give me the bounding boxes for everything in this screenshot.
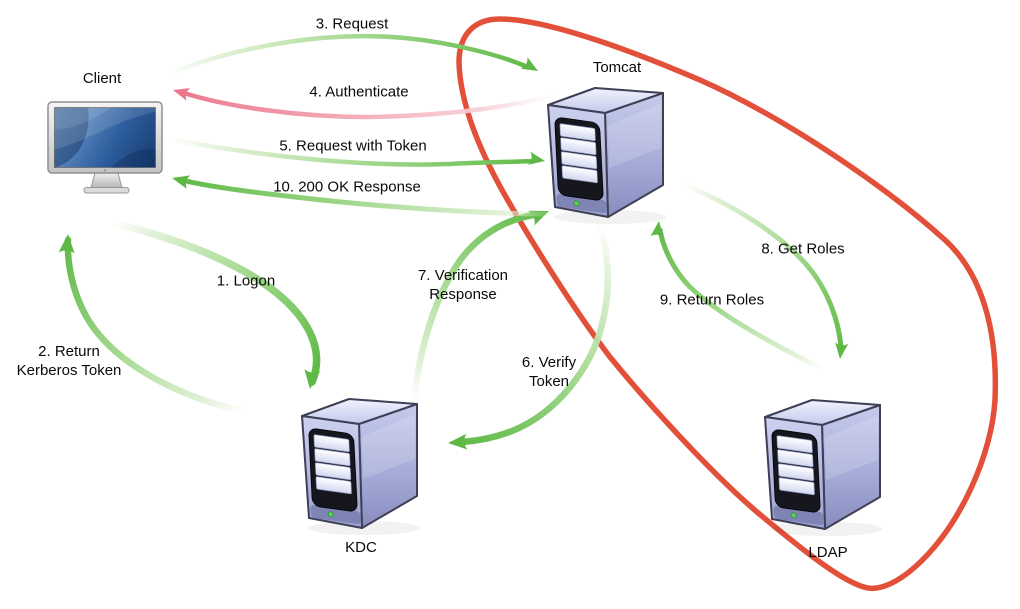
flow-arrow-8-get-roles: [680, 181, 849, 359]
node-label-client: Client: [82, 70, 122, 87]
flow-arrow-2-return-kerberos-token: [58, 234, 247, 415]
client-workstation-icon: [47, 101, 163, 194]
flow-arrow-7-verification-response: [410, 210, 549, 403]
flow-arrow-5-request-with-token: [166, 136, 545, 167]
tomcat-server-icon: [547, 87, 667, 225]
boundary-outline-tomcat-ldap: [456, 16, 999, 592]
flow-arrow-4-authenticate: [173, 88, 561, 120]
ldap-server-icon: [764, 399, 884, 537]
kdc-server-icon: [301, 398, 421, 536]
flow-arrow-3-request: [164, 33, 538, 77]
node-label-ldap: LDAP: [808, 544, 848, 561]
flow-arrow-10-200-ok-response: [172, 175, 559, 217]
node-label-kdc: KDC: [345, 539, 377, 556]
node-label-tomcat: Tomcat: [592, 59, 642, 76]
flow-arrow-6-verify-token: [448, 220, 612, 450]
flow-arrow-1-logon: [109, 219, 321, 389]
flow-arrow-9-return-roles: [650, 221, 826, 372]
